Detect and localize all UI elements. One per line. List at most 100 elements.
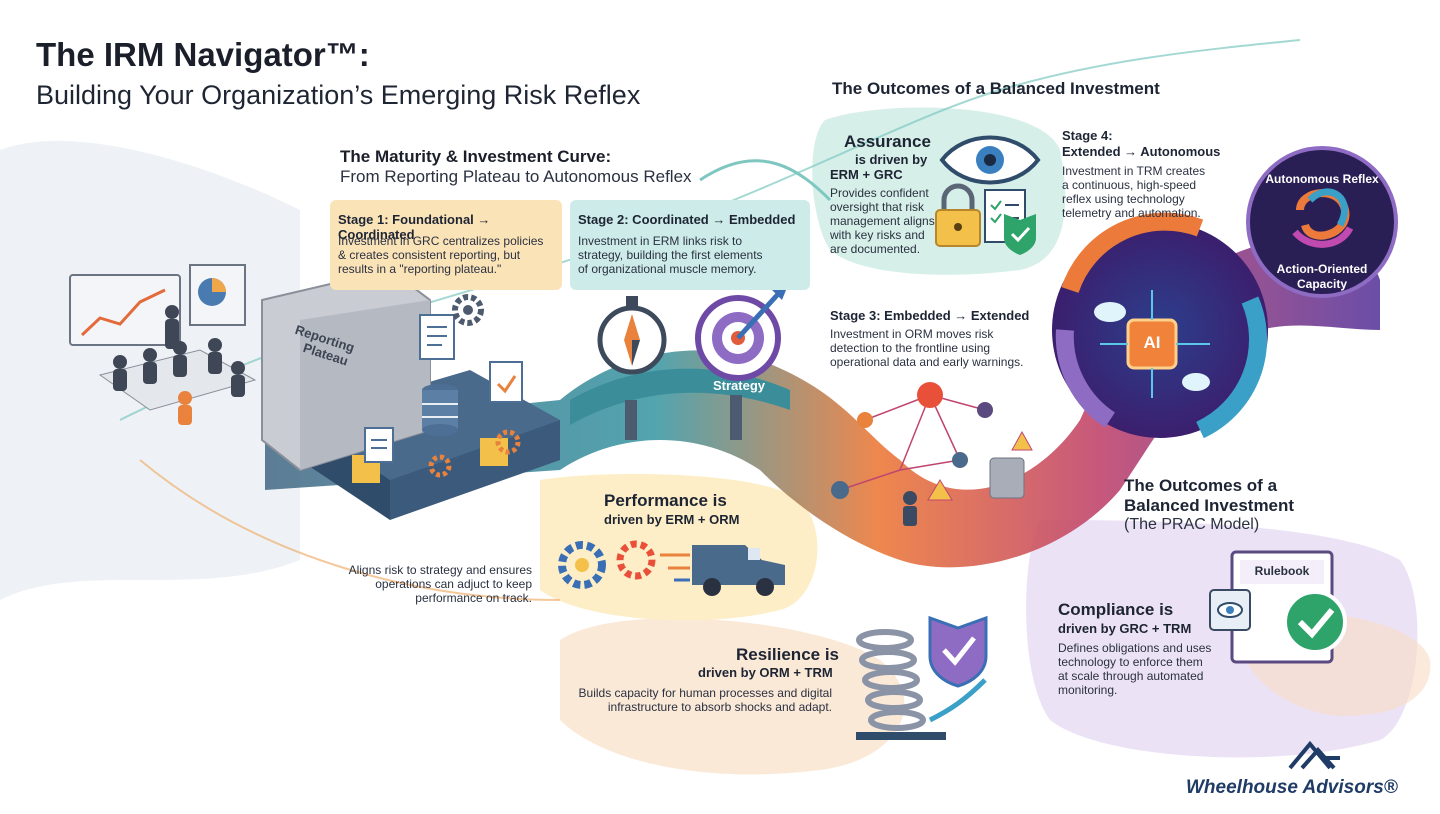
performance-body-line: performance on track.: [415, 591, 532, 605]
eye-panel-icon: [1209, 589, 1251, 631]
document-check-icon: [489, 361, 523, 403]
cycle-arrow: [1061, 212, 1204, 294]
gear-icon: [452, 294, 484, 326]
stage2-body-line: Investment in ERM links risk to: [578, 234, 743, 248]
stage1-body-line: results in a "reporting plateau.": [338, 262, 502, 276]
database-icon: [422, 384, 458, 436]
resilience-body-line: infrastructure to absorb shocks and adap…: [607, 700, 832, 714]
compliance-driver: driven by GRC + TRM: [1058, 621, 1192, 636]
strategy-label: Strategy: [713, 378, 766, 393]
stage2-title: Stage 2: Coordinated → Embedded: [578, 212, 796, 227]
brand-name: Wheelhouse Advisors®: [1186, 777, 1398, 798]
curve-subheading: From Reporting Plateau to Autonomous Ref…: [340, 167, 692, 186]
circuit-lines: [1100, 290, 1210, 398]
document-icon: [419, 314, 455, 360]
wheelhouse-logo-icon: [1288, 740, 1340, 770]
ai-label: AI: [1143, 333, 1161, 352]
assurance-driver: is driven by: [855, 152, 928, 167]
bridge-pillar: [625, 400, 637, 440]
stage4-body-line: telemetry and automation.: [1062, 206, 1201, 220]
meeting-people: [113, 305, 245, 397]
document-icon: [364, 427, 394, 463]
assurance-driver-models: ERM + GRC: [830, 167, 903, 182]
resilience-title: Resilience is: [736, 645, 840, 664]
stage2-body-line: strategy, building the first elements: [578, 248, 763, 262]
assurance-body-line: oversight that risk: [830, 200, 925, 214]
shield-check-icon: [1004, 214, 1036, 255]
sensor-node: [952, 452, 968, 468]
compliance-body-line: Defines obligations and uses: [1058, 641, 1212, 655]
cloud-icon: [1094, 302, 1126, 322]
truck-icon: [660, 545, 785, 596]
pie-slice: [212, 278, 226, 292]
autonomous-reflex-label: Autonomous Reflex: [1265, 172, 1379, 186]
sensor-node: [977, 402, 993, 418]
rebound-arrow: [928, 678, 987, 723]
cycle-arrow: [1196, 296, 1268, 439]
performance-body-line: operations can adjuct to keep: [375, 577, 532, 591]
flow-line: [139, 459, 561, 601]
compliance-body-line: monitoring.: [1058, 683, 1118, 697]
bridge-pillar: [730, 395, 742, 440]
stage1-body-line: & creates consistent reporting, but: [338, 248, 521, 262]
cloud-icon: [1182, 373, 1210, 391]
stage2-body-line: of organizational muscle memory.: [578, 262, 757, 276]
gear-icon: [558, 541, 606, 589]
warning-icon: [1011, 430, 1033, 451]
outcomes-right-line3: (The PRAC Model): [1124, 516, 1260, 533]
resilience-body-line: Builds capacity for human processes and …: [578, 686, 832, 700]
performance-driver: driven by ERM + ORM: [604, 512, 740, 527]
outcomes-heading: The Outcomes of a Balanced Investment: [832, 79, 1160, 98]
sensor-node: [831, 481, 849, 499]
stage4-body-line: reflex using technology: [1062, 192, 1185, 206]
presentation-screen: [69, 274, 181, 346]
wall-face: [300, 300, 430, 470]
stage1-panel: Stage 1: Foundational → Coordinated Inve…: [330, 200, 562, 290]
flow-line: [699, 159, 832, 202]
eye-icon: [939, 135, 1041, 185]
action-capacity-label: Action-Oriented: [1276, 262, 1368, 276]
gear-icon: [495, 429, 521, 455]
cycle-arrow: [1055, 329, 1116, 428]
action-capacity-label-line2: Capacity: [1296, 277, 1348, 291]
performance-body-line: Aligns risk to strategy and ensures: [348, 563, 532, 577]
machinery-icon: [989, 457, 1025, 499]
outcomes-right-line2: Balanced Investment: [1124, 496, 1295, 515]
warning-icon: [927, 479, 953, 501]
assurance-body-line: with key risks and: [830, 228, 925, 242]
stage3-body-line: detection to the frontline using: [830, 341, 991, 355]
stage2-panel: Stage 2: Coordinated → Embedded Investme…: [570, 200, 810, 290]
resilience-driver: driven by ORM + TRM: [698, 665, 833, 680]
target-icon: [695, 280, 790, 381]
reflex-swirl: [1307, 188, 1349, 227]
stage1-title: Stage 1: Foundational → Coordinated: [338, 212, 491, 242]
alert-hub-icon: [917, 382, 943, 408]
meeting-people-accent: [178, 391, 192, 425]
assurance-title: Assurance: [844, 132, 931, 151]
assurance-body-line: management aligns: [830, 214, 935, 228]
stage3-title: Stage 3: Embedded → Extended: [830, 308, 1030, 323]
page-subtitle: Building Your Organization’s Emerging Ri…: [36, 80, 641, 110]
sensor-node: [857, 412, 873, 428]
stage3-body-line: Investment in ORM moves risk: [830, 327, 994, 341]
yellow-block: [480, 438, 508, 466]
compliance-body-line: technology to enforce them: [1058, 655, 1203, 669]
stage4-title-transition: Extended → Autonomous: [1062, 144, 1221, 159]
compliance-body-line: at scale through automated: [1058, 669, 1204, 683]
bridge-road: [570, 368, 790, 425]
gear-icon: [428, 454, 452, 478]
spring-icon: [856, 629, 926, 731]
rulebook-label: Rulebook: [1254, 564, 1310, 578]
worker-icon: [903, 491, 917, 526]
resilience-blob: [560, 618, 905, 775]
spring-base: [856, 732, 946, 740]
stage4-body-line: a continuous, high-speed: [1062, 178, 1197, 192]
page-title: The IRM Navigator™:: [36, 36, 370, 73]
compliance-title: Compliance is: [1058, 600, 1174, 619]
outcomes-right-line1: The Outcomes of a: [1124, 476, 1278, 495]
compass-icon: [597, 296, 667, 375]
reflex-swirl: [1292, 226, 1354, 248]
check-circle-icon: [1283, 590, 1347, 654]
